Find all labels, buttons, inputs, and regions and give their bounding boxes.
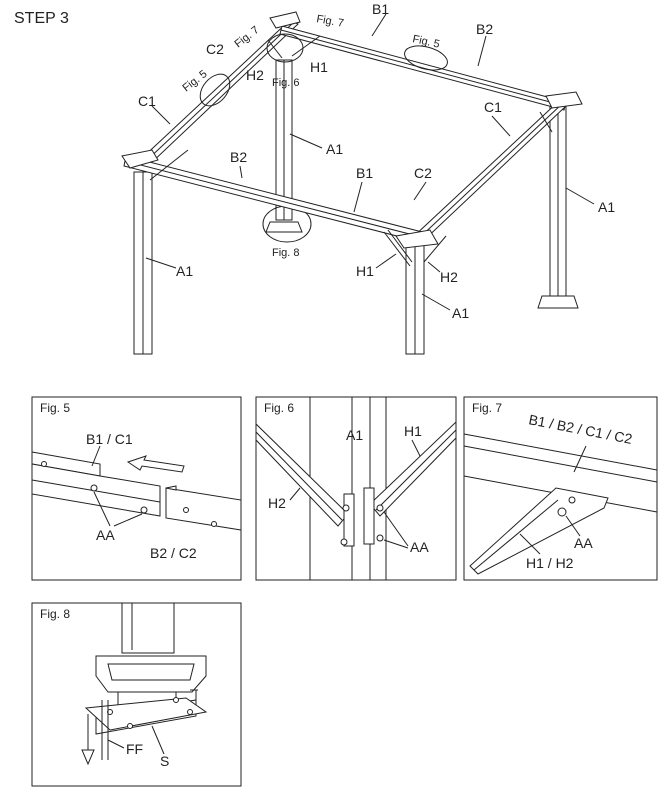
post-right xyxy=(537,105,579,309)
label-a1-right: A1 xyxy=(598,199,615,215)
fig5-title: Fig. 5 xyxy=(40,401,70,415)
fig6-label-fastener: AA xyxy=(410,539,429,555)
brace-back-left xyxy=(267,39,283,59)
brace-back-right xyxy=(291,35,321,57)
fig8-panel: Fig. 8 FF S xyxy=(31,602,242,787)
corner-cap-back xyxy=(269,11,301,29)
fig7-label-brace: H1 / H2 xyxy=(526,555,574,571)
beam-b-back xyxy=(279,25,567,111)
brace-left xyxy=(149,149,189,181)
fig8-label-base: S xyxy=(160,753,169,769)
label-a1-center: A1 xyxy=(326,141,343,157)
fig6-callout-ellipse xyxy=(266,33,304,63)
brace-front-right xyxy=(423,235,447,263)
label-a1-left: A1 xyxy=(176,263,193,279)
fig7-panel: Fig. 7 B1 / B2 / C1 / C2 AA H1 / H2 xyxy=(463,396,658,581)
label-fig5-ref-left: Fig. 5 xyxy=(180,68,209,94)
corner-cap-right xyxy=(545,91,583,109)
fig6-label-brace-right: H1 xyxy=(404,423,422,439)
label-fig8-ref: Fig. 8 xyxy=(272,247,300,259)
brace-front-left xyxy=(383,231,411,267)
fig5-label-fastener: AA xyxy=(96,527,115,543)
label-h1-front: H1 xyxy=(356,263,374,279)
label-b2-top: B2 xyxy=(476,21,493,37)
fig6-label-post: A1 xyxy=(346,427,363,443)
brace-right xyxy=(539,111,553,133)
label-h2-top: H2 xyxy=(246,67,264,83)
main-labels: B1 B2 Fig. 7 Fig. 7 C2 Fig. 5 Fig. 5 H2 … xyxy=(138,1,615,321)
post-back xyxy=(275,59,293,221)
fig6-title: Fig. 6 xyxy=(264,401,294,415)
label-h2-front: H2 xyxy=(440,269,458,285)
post-left xyxy=(133,171,153,355)
label-c2-front: C2 xyxy=(414,165,432,181)
label-b1-top: B1 xyxy=(372,1,389,17)
label-fig7-ref: Fig. 7 xyxy=(232,24,261,50)
beam-c-right xyxy=(411,99,567,245)
fig5-callout-ellipse-right xyxy=(404,45,448,71)
fig6-label-brace-left: H2 xyxy=(268,495,286,511)
fig5-callout-ellipse-left xyxy=(199,73,231,107)
label-fig5-ref-right: Fig. 5 xyxy=(411,33,440,50)
label-c2-top: C2 xyxy=(206,41,224,57)
post-front xyxy=(405,243,425,355)
fig8-title: Fig. 8 xyxy=(40,607,70,621)
fig6-panel: Fig. 6 A1 H1 H2 AA xyxy=(255,396,457,581)
label-a1-front: A1 xyxy=(452,305,469,321)
corner-cap-front xyxy=(395,229,439,249)
label-b1-front: B1 xyxy=(356,165,373,181)
fig7-title: Fig. 7 xyxy=(472,401,502,415)
step-title: STEP 3 xyxy=(14,10,69,27)
pergola-frame xyxy=(121,11,583,355)
fig5-label-beam-side: B2 / C2 xyxy=(150,545,197,561)
label-c1-left: C1 xyxy=(138,93,156,109)
corner-cap-left xyxy=(121,149,159,169)
fig5-label-beam-top: B1 / C1 xyxy=(86,431,133,447)
label-h1-top: H1 xyxy=(310,59,328,75)
label-fig7-ref-b: Fig. 7 xyxy=(315,13,344,30)
label-fig6-ref: Fig. 6 xyxy=(272,77,300,89)
fig7-label-fastener: AA xyxy=(574,535,593,551)
label-b2-left: B2 xyxy=(230,149,247,165)
fig8-label-stake: FF xyxy=(126,741,143,757)
label-c1-right: C1 xyxy=(484,99,502,115)
fig5-panel: Fig. 5 B1 / C1 AA B2 / C2 xyxy=(31,396,242,581)
